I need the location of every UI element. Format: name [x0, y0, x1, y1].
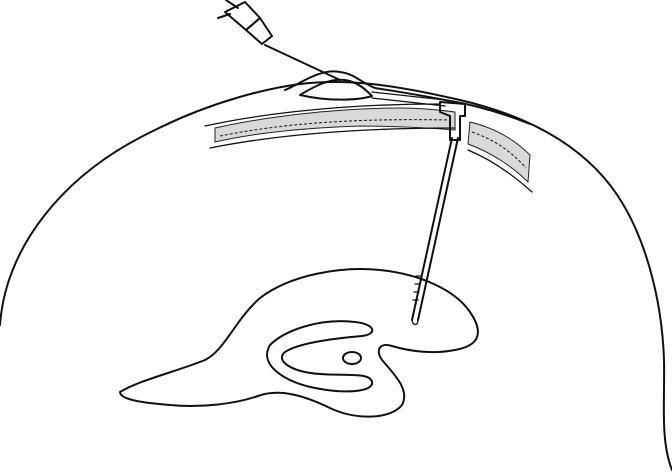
brain-outline	[0, 82, 672, 470]
ventricle-inner-loop	[267, 321, 372, 391]
skull-bone-right	[468, 122, 530, 182]
choroid-plexus	[343, 352, 361, 364]
catheter-tip	[412, 320, 418, 325]
needle-shaft	[265, 45, 340, 80]
syringe-hub	[218, 0, 272, 44]
skull-bone	[215, 108, 455, 142]
